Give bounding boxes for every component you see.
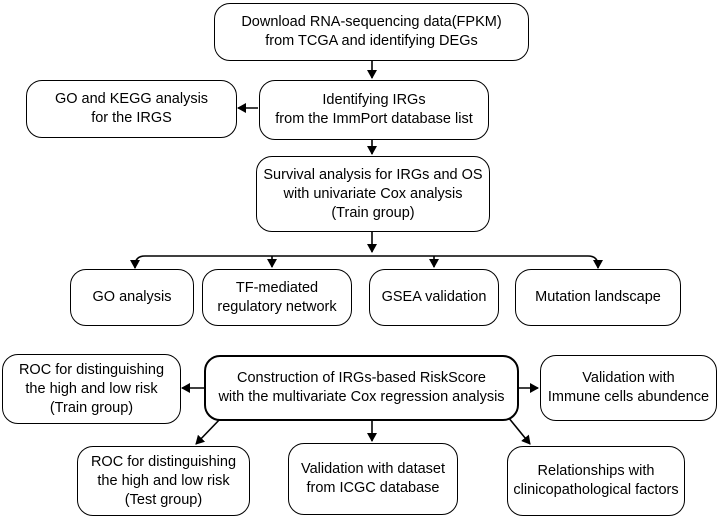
go-analysis-label: GO analysis	[92, 289, 172, 305]
survival-analysis-label: Survival analysis for IRGs and OS with u…	[263, 166, 483, 221]
immune-cells-label: Validation with Immune cells abundence	[547, 370, 710, 405]
clinical-factors-box: Relationships with clinicopathological f…	[507, 446, 685, 516]
clinical-factors-label: Relationships with clinicopathological f…	[513, 463, 679, 498]
roc-test-label: ROC for distinguishing the high and low …	[90, 453, 237, 508]
go-analysis-box: GO analysis	[70, 269, 194, 326]
mutation-landscape-box: Mutation landscape	[515, 269, 681, 326]
roc-train-label: ROC for distinguishing the high and low …	[18, 361, 165, 416]
icgc-validation-label: Validation with dataset from ICGC databa…	[300, 461, 446, 496]
mutation-landscape-label: Mutation landscape	[535, 289, 661, 305]
download-data-label: Download RNA-sequencing data(FPKM) from …	[241, 14, 502, 49]
go-kegg-box: GO and KEGG analysis for the IRGS	[26, 80, 237, 138]
tf-network-label: TF-mediated regulatory network	[217, 279, 337, 315]
immune-cells-box: Validation with Immune cells abundence	[540, 355, 717, 421]
gsea-validation-label: GSEA validation	[381, 289, 487, 305]
tf-network-box: TF-mediated regulatory network	[202, 269, 352, 326]
roc-train-box: ROC for distinguishing the high and low …	[2, 354, 181, 424]
survival-analysis-box: Survival analysis for IRGs and OS with u…	[256, 156, 490, 232]
identify-irgs-box: Identifying IRGs from the ImmPort databa…	[259, 80, 489, 140]
riskscore-label: Construction of IRGs-based RiskScore wit…	[218, 370, 505, 405]
identify-irgs-label: Identifying IRGs from the ImmPort databa…	[275, 92, 473, 127]
riskscore-box: Construction of IRGs-based RiskScore wit…	[204, 355, 519, 421]
download-data-box: Download RNA-sequencing data(FPKM) from …	[214, 3, 529, 61]
branch-bus-line	[134, 255, 599, 267]
gsea-validation-box: GSEA validation	[369, 269, 499, 326]
roc-test-box: ROC for distinguishing the high and low …	[77, 446, 250, 516]
icgc-validation-box: Validation with dataset from ICGC databa…	[288, 443, 458, 515]
arrow-risk-to-clinical	[507, 416, 531, 445]
go-kegg-label: GO and KEGG analysis for the IRGS	[54, 91, 209, 126]
arrow-risk-to-roc-test	[195, 416, 223, 445]
